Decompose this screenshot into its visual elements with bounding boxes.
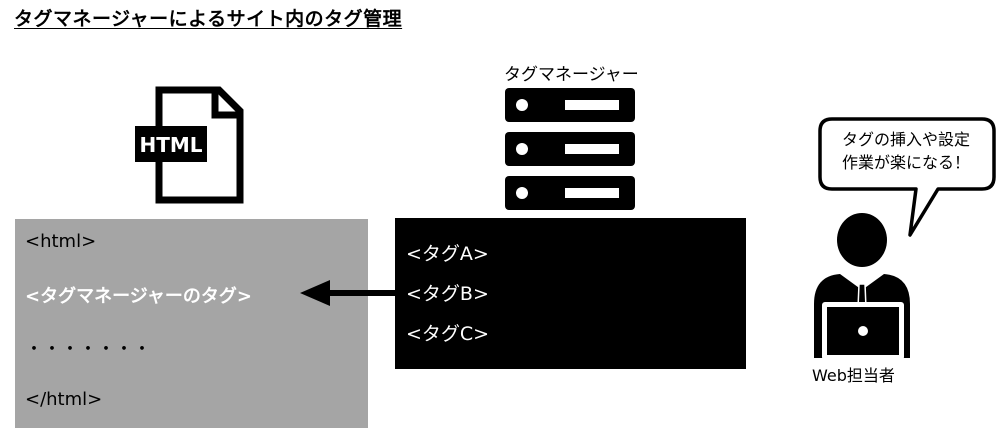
person-label: Web担当者: [812, 366, 895, 385]
speech-bubble-text: タグの挿入や設定 作業が楽になる！: [826, 128, 986, 174]
speech-line-1: タグの挿入や設定: [841, 130, 970, 149]
speech-bubble: [818, 117, 996, 237]
tag-a: <タグA>: [406, 243, 489, 265]
html-line-close: </html>: [25, 389, 103, 410]
server-icon: [505, 88, 635, 210]
page-title: タグマネージャーによるサイト内のタグ管理: [14, 8, 403, 30]
html-line-ellipsis: ・・・・・・・: [25, 339, 151, 360]
html-line-open: <html>: [25, 231, 97, 252]
html-code-panel: <html> <タグマネージャーのタグ> ・・・・・・・ </html>: [15, 219, 368, 428]
speech-line-2: 作業が楽になる！: [841, 153, 970, 172]
tag-b: <タグB>: [406, 283, 489, 305]
arrow-left-icon: [300, 280, 396, 306]
html-icon-label: HTML: [139, 133, 202, 157]
html-line-tag-manager-tag: <タグマネージャーのタグ>: [25, 286, 252, 307]
person-with-laptop-icon: [810, 213, 916, 362]
tag-list-panel: <タグA> <タグB> <タグC>: [395, 218, 746, 369]
tag-manager-label: タグマネージャー: [504, 65, 639, 85]
tag-c: <タグC>: [406, 323, 490, 345]
html-file-icon: HTML: [135, 86, 244, 204]
